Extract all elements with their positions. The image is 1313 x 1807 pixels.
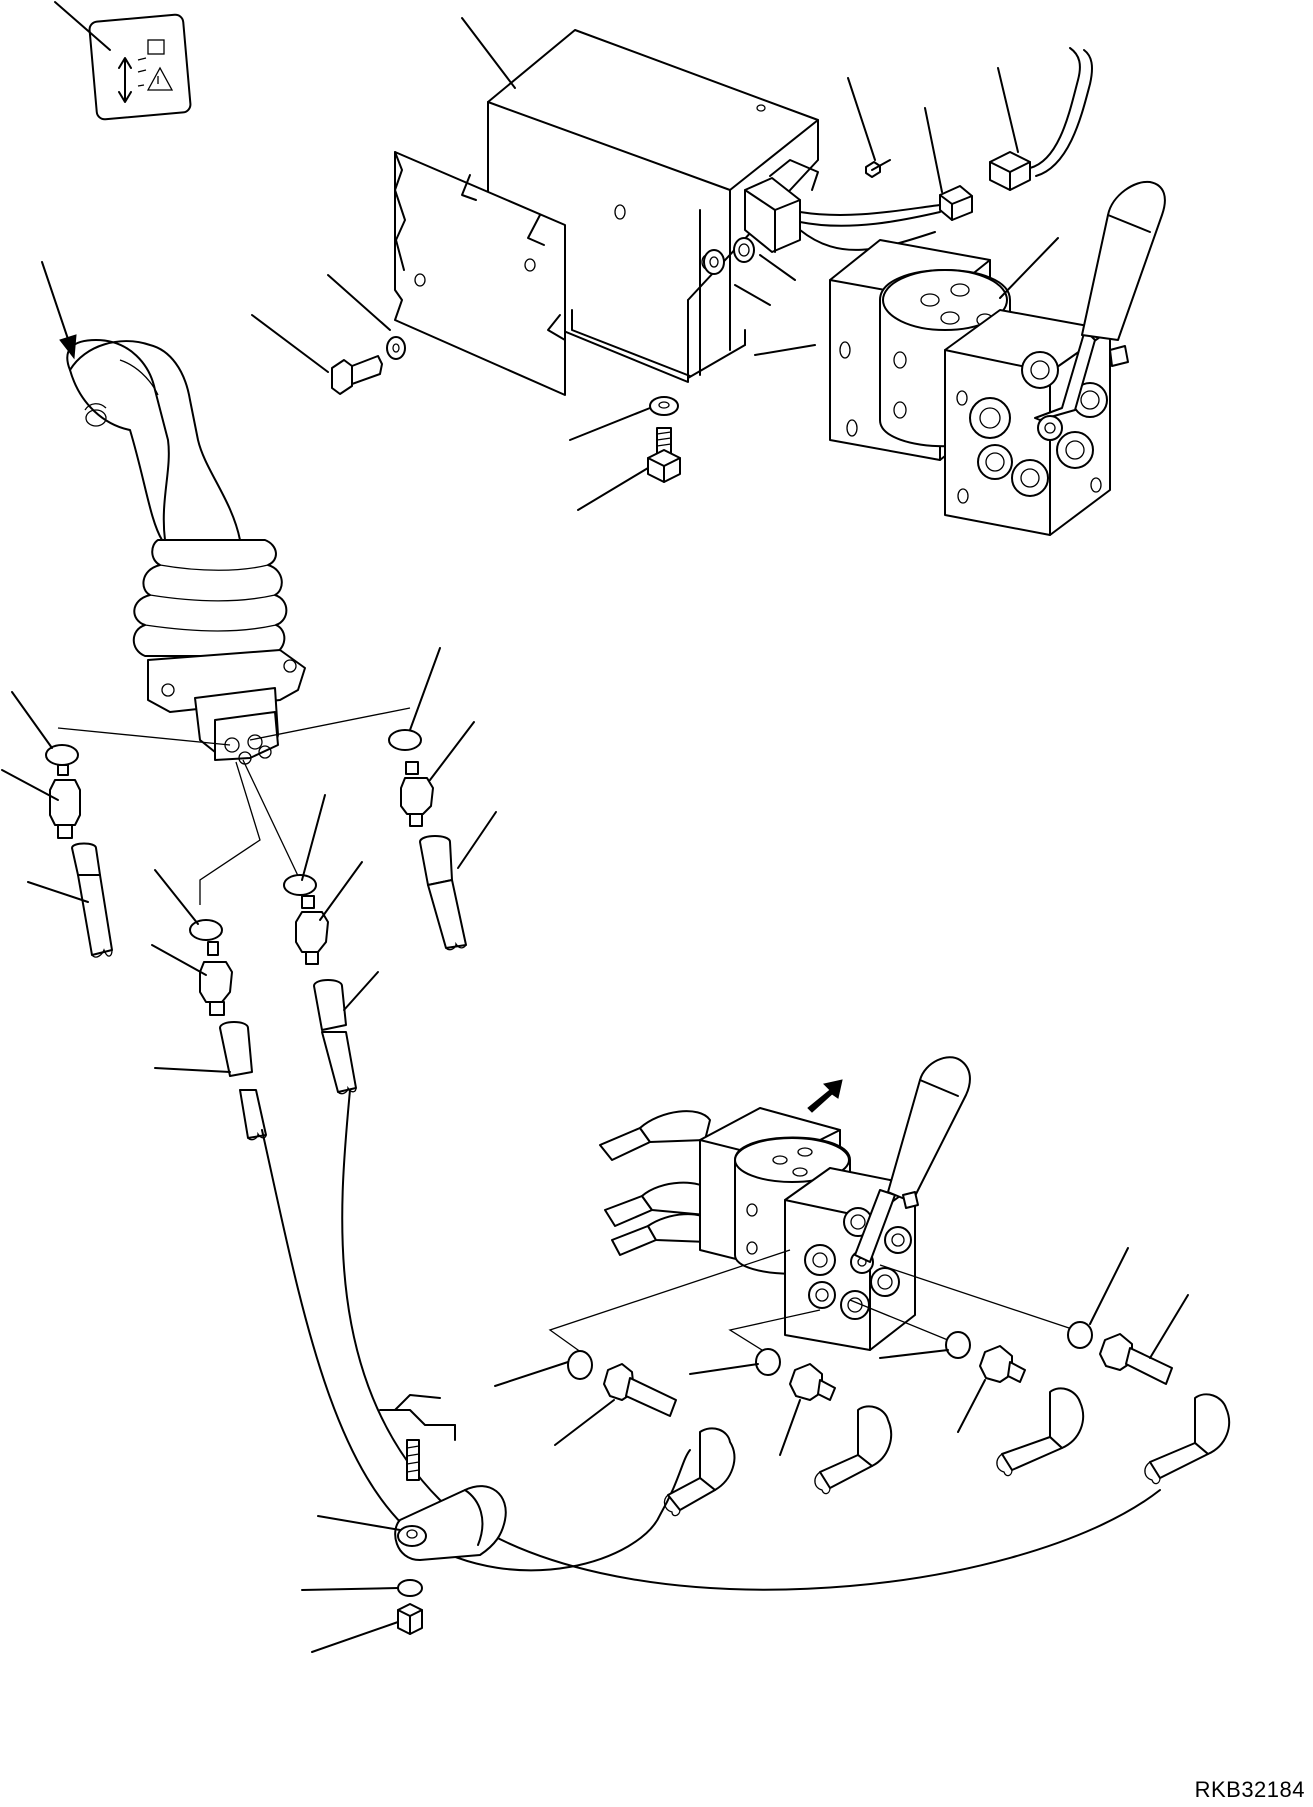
valve-port-leaders: [548, 1249, 1076, 1356]
joystick-lever: [66, 339, 306, 765]
cover-side-fasteners: [703, 237, 755, 275]
callout-leaders: [1, 1, 1189, 1653]
cover-bottom-bolt: [647, 396, 681, 483]
cover-bolt: [865, 159, 891, 178]
hose-clamp: [379, 1394, 507, 1635]
joystick-fittings: [45, 707, 467, 1141]
electrical-connector-b: [989, 151, 1031, 191]
ppc-valve-bottom: [599, 1056, 971, 1351]
drawing-code: RKB32184: [1194, 1777, 1305, 1802]
bracket-plate: [394, 151, 566, 396]
ppc-valve-top: [829, 180, 1166, 536]
bracket-bolt: [331, 336, 406, 395]
valve-fittings: [567, 1321, 1231, 1517]
electrical-module: [744, 159, 819, 253]
electrical-connector-a: [939, 185, 973, 221]
warning-label: [88, 13, 192, 121]
direction-arrows: [41, 261, 843, 1113]
wiring-harness: [799, 47, 1093, 251]
